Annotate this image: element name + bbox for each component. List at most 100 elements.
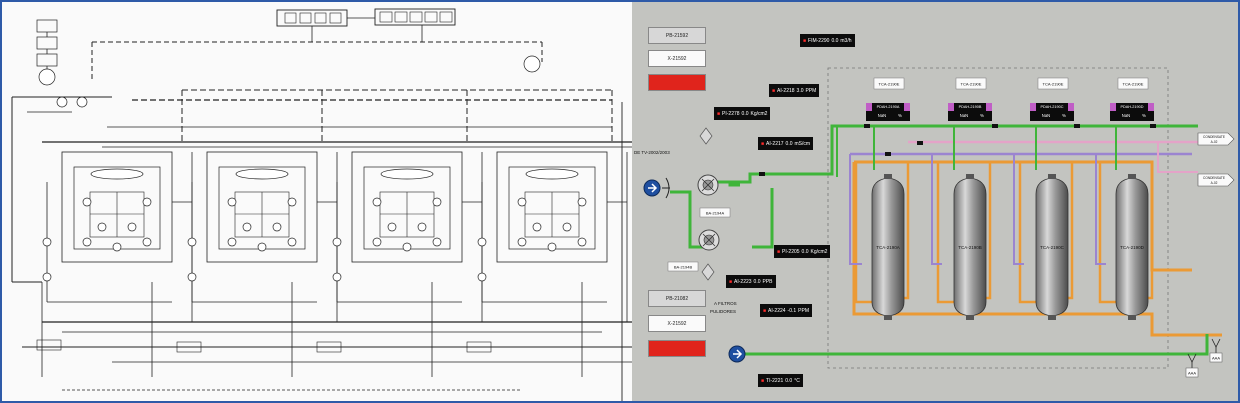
instrument-bubble <box>387 222 397 232</box>
instrument-unit: °C <box>794 377 800 384</box>
pdah-flag <box>1030 103 1036 111</box>
orange-branch <box>936 162 954 304</box>
pdah-tag-box <box>948 103 992 121</box>
pid-box <box>36 36 58 50</box>
instrument-bubble <box>82 237 92 247</box>
panel-title-1[interactable]: PB-21592 <box>648 27 706 44</box>
instrument-bubble <box>76 96 88 108</box>
instrument-bubble <box>562 222 572 232</box>
pump-tag-box <box>699 207 731 218</box>
pid-box <box>276 9 348 27</box>
pdah-value: NaN <box>960 113 968 118</box>
vessel-tag-box <box>1117 77 1149 90</box>
instrument-ai-2218[interactable]: ■AI-2218 3.0 PPM <box>769 84 820 97</box>
pump-tag-box <box>667 261 699 272</box>
pdah-label: PDAH-2190C <box>1040 105 1063 109</box>
panel-mode-2[interactable]: X-21592 <box>648 315 706 332</box>
instrument-bubble <box>42 237 52 247</box>
instrument-unit: mS/cm <box>794 140 811 147</box>
filters-label: PULIDORES <box>710 309 736 314</box>
instrument-value: 0.0 <box>785 140 793 147</box>
instrument-bubble <box>42 272 52 282</box>
pump-vanes <box>702 233 716 247</box>
vessel-label: TCA-2190C <box>1040 245 1065 250</box>
instrument-bubble <box>287 197 297 207</box>
pid-schematic <box>11 8 632 401</box>
instrument-ai-2217[interactable]: ■AI-2217 0.0 mS/cm <box>758 137 814 150</box>
vessel-tag: TCA-2190E <box>961 82 982 87</box>
pdah-unit: % <box>980 113 984 118</box>
instrument-tag: AI-2218 <box>777 87 795 94</box>
pdah-unit: % <box>1062 113 1066 118</box>
instrument-pi-2278[interactable]: ■PI-2278 0.0 Kg/cm2 <box>714 107 771 120</box>
vessel-nozzle <box>966 174 974 179</box>
panel-mode-1[interactable]: X-21592 <box>648 50 706 67</box>
inlet-arrow-arrow <box>648 183 658 193</box>
pump-label: BA-2194B <box>674 264 693 269</box>
instrument-bubble <box>432 237 442 247</box>
filter-vessel <box>1115 177 1149 317</box>
instrument-bubble <box>332 237 342 247</box>
instrument-pi-2205[interactable]: ■PI-2205 0.0 Kg/cm2 <box>774 245 831 258</box>
vessel-tag-box <box>873 77 905 90</box>
pink-branch <box>1157 142 1198 173</box>
skid-boundary <box>827 67 1169 369</box>
valve-marker <box>885 152 891 156</box>
instrument-unit: Kg/cm2 <box>810 248 828 255</box>
pid-box <box>424 11 438 23</box>
vessel-label: TCA-2190B <box>958 245 982 250</box>
instrument-ti-2221[interactable]: ■TI-2221 0.0 °C <box>758 374 803 387</box>
outlet-label: A-02 <box>1211 140 1218 144</box>
instrument-fim-2290[interactable]: ■FIM-2290 0.0 m3/h <box>800 34 855 47</box>
panel-state-2[interactable] <box>648 340 706 357</box>
pdah-value: NaN <box>878 113 886 118</box>
vessel-tag: TCA-2190E <box>1043 82 1064 87</box>
panel-state-1[interactable] <box>648 74 706 91</box>
instrument-unit: m3/h <box>840 37 852 44</box>
pdah-tag-box <box>1030 103 1074 121</box>
pid-box <box>36 19 58 33</box>
instrument-bubble <box>38 68 56 86</box>
instrument-ai-2223[interactable]: ■AI-2223 0.0 PPB <box>726 275 776 288</box>
instrument-value: 0.0 <box>753 278 761 285</box>
instrument-bubble <box>372 197 382 207</box>
instrument-value: 0.0 <box>785 377 793 384</box>
instrument-tag: PI-2205 <box>782 248 800 255</box>
vessel-nozzle <box>1048 315 1056 320</box>
pdah-flag <box>1068 103 1074 111</box>
drain-box <box>1185 367 1199 378</box>
pid-box <box>206 151 318 263</box>
vessel-label: TCA-2190A <box>876 245 900 250</box>
instrument-tag: AI-2223 <box>734 278 752 285</box>
pid-box <box>379 11 393 23</box>
vessel-tag: TCA-2190E <box>1123 82 1144 87</box>
pdah-flag <box>866 103 872 111</box>
instrument-bubble <box>112 242 122 252</box>
instrument-bubble <box>577 237 587 247</box>
instrument-unit: Kg/cm2 <box>750 110 768 117</box>
pdah-unit: % <box>898 113 902 118</box>
analyzer-diamond <box>699 127 713 145</box>
valve-marker <box>1150 124 1156 128</box>
pdah-flag <box>1110 103 1116 111</box>
instrument-bubble <box>332 272 342 282</box>
pid-box <box>316 341 342 353</box>
pdah-value: NaN <box>1042 113 1050 118</box>
pdah-tag-box <box>1110 103 1154 121</box>
vessel-tag-box <box>1037 77 1069 90</box>
instrument-ai-2224[interactable]: ■AI-2224 -0.1 PPM <box>760 304 813 317</box>
panel-title-2[interactable]: PB-21082 <box>648 290 706 307</box>
pid-box <box>374 8 456 26</box>
instrument-bubble <box>242 222 252 232</box>
pdah-flag <box>986 103 992 111</box>
instrument-value: 3.0 <box>796 87 804 94</box>
purple-drop <box>1095 154 1106 265</box>
instrument-bubble <box>547 242 557 252</box>
drain-label: AAA <box>1188 371 1196 376</box>
green-return <box>742 334 1209 356</box>
pid-box <box>466 341 492 353</box>
instrument-tag: AI-2224 <box>768 307 786 314</box>
instrument-bubble <box>127 222 137 232</box>
pdah-flag <box>1148 103 1154 111</box>
